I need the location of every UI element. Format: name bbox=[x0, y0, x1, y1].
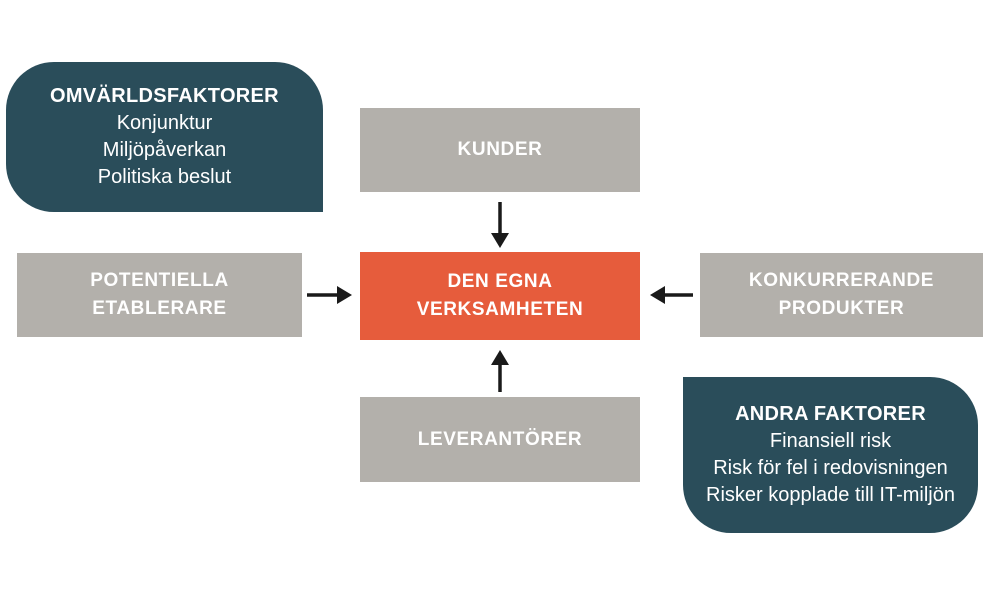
other-factors-item: Risk för fel i redovisningen bbox=[713, 457, 948, 479]
customers-label: KUNDER bbox=[457, 139, 543, 160]
potential-entrants-label-line1: POTENTIELLA bbox=[90, 270, 229, 291]
competing-products-box: KONKURRERANDE PRODUKTER bbox=[700, 253, 983, 337]
arrow-potential-entrants-to-own-business-icon bbox=[307, 286, 352, 304]
external-factors-box: OMVÄRLDSFAKTORER Konjunktur Miljöpåverka… bbox=[6, 62, 323, 212]
external-factors-item: Konjunktur bbox=[116, 112, 213, 134]
external-factors-title: OMVÄRLDSFAKTORER bbox=[50, 85, 279, 107]
external-factors-item: Politiska beslut bbox=[97, 166, 232, 188]
competing-products-label-line2: PRODUKTER bbox=[778, 298, 905, 319]
arrow-customers-to-own-business-icon bbox=[491, 202, 509, 248]
potential-entrants-label-line2: ETABLERARE bbox=[92, 298, 227, 319]
own-business-label-line1: DEN EGNA bbox=[447, 271, 553, 292]
arrow-suppliers-to-own-business-icon bbox=[491, 350, 509, 392]
potential-entrants-box: POTENTIELLA ETABLERARE bbox=[17, 253, 302, 337]
other-factors-title: ANDRA FAKTORER bbox=[735, 403, 926, 425]
competing-products-label-line1: KONKURRERANDE bbox=[748, 270, 935, 291]
customers-box: KUNDER bbox=[360, 108, 640, 192]
other-factors-box: ANDRA FAKTORER Finansiell risk Risk för … bbox=[683, 377, 978, 533]
arrow-competing-products-to-own-business-icon bbox=[650, 286, 693, 304]
other-factors-item: Finansiell risk bbox=[769, 430, 892, 452]
suppliers-box: LEVERANTÖRER bbox=[360, 397, 640, 482]
suppliers-label: LEVERANTÖRER bbox=[417, 428, 583, 450]
other-factors-item: Risker kopplade till IT-miljön bbox=[706, 484, 955, 506]
external-factors-item: Miljöpåverkan bbox=[102, 139, 227, 161]
own-business-box: DEN EGNA VERKSAMHETEN bbox=[360, 252, 640, 340]
own-business-label-line2: VERKSAMHETEN bbox=[416, 299, 584, 320]
